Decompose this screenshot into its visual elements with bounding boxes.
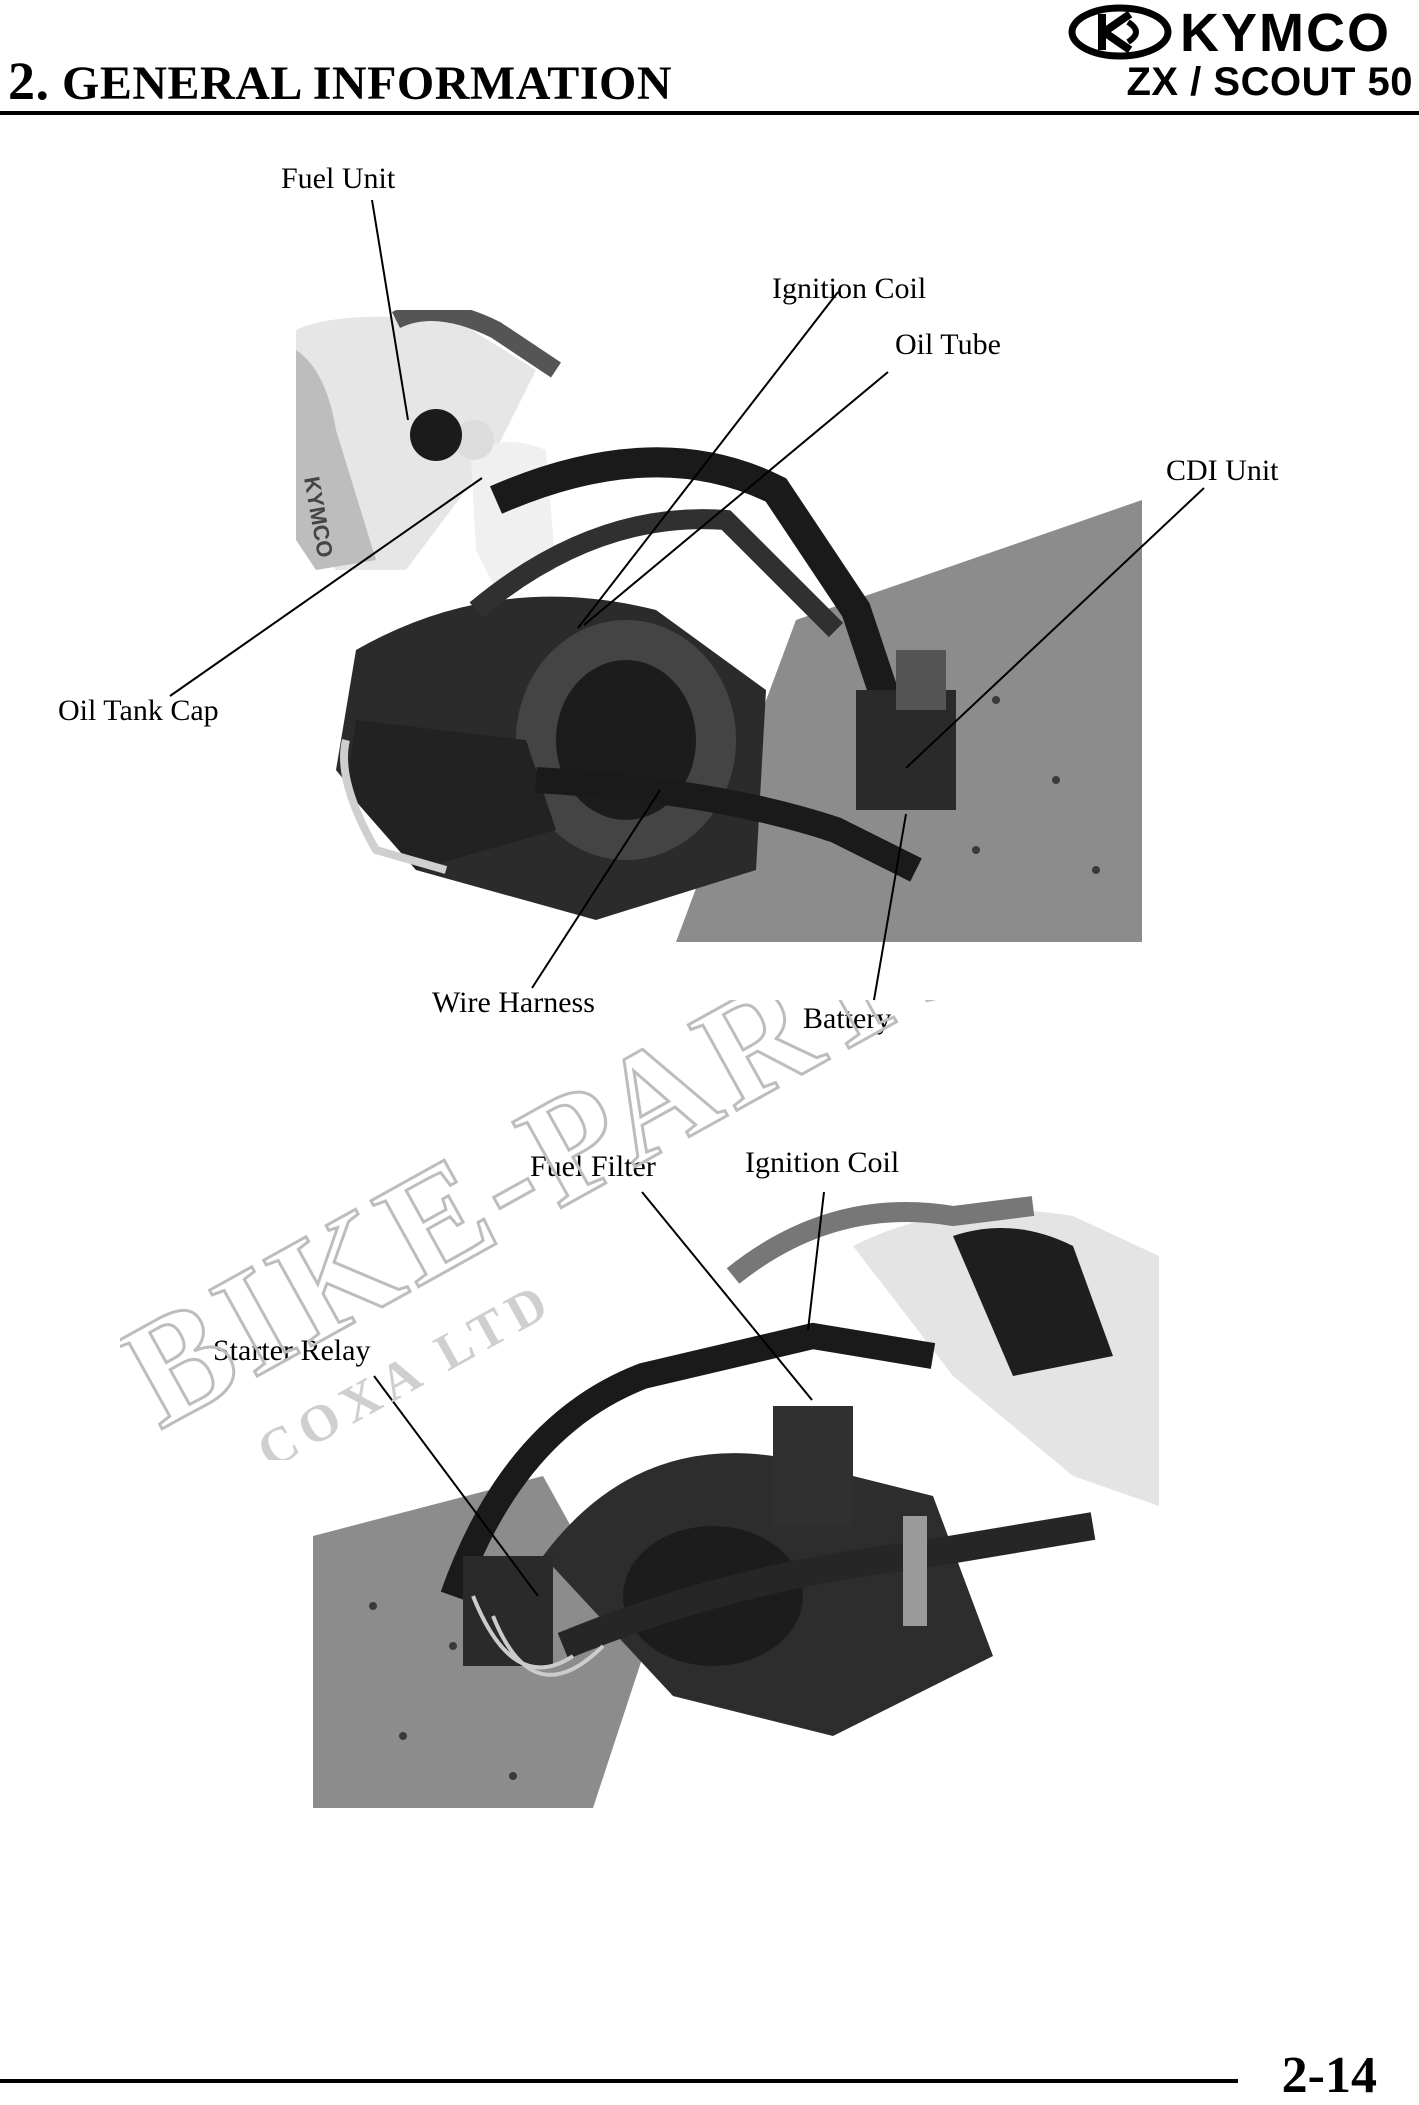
label-cdi-unit: CDI Unit	[1166, 454, 1279, 487]
section-title-text: GENERAL INFORMATION	[62, 57, 672, 110]
label-fuel-filter: Fuel Filter	[530, 1150, 656, 1183]
label-wire-harness: Wire Harness	[432, 986, 595, 1019]
model-name: ZX / SCOUT 50	[1126, 60, 1413, 104]
scooter-frame-photo-bottom	[313, 1176, 1159, 1808]
brand-logo: KYMCO	[1068, 3, 1416, 63]
label-ignition-coil-top: Ignition Coil	[772, 272, 927, 305]
brand-wordmark: KYMCO	[1180, 3, 1391, 63]
footer-divider	[0, 2079, 1238, 2083]
section-title: 2. GENERAL INFORMATION	[8, 50, 672, 112]
scooter-engine-photo-top: KYMCO	[296, 310, 1142, 942]
label-starter-relay: Starter Relay	[213, 1334, 371, 1367]
label-fuel-unit: Fuel Unit	[281, 162, 396, 195]
label-oil-tube: Oil Tube	[895, 328, 1001, 361]
header-divider	[0, 111, 1419, 115]
label-oil-tank-cap: Oil Tank Cap	[58, 694, 219, 727]
photo-top-engine-view: KYMCO	[296, 310, 1142, 942]
label-battery: Battery	[803, 1002, 892, 1035]
kymco-emblem-icon	[1068, 4, 1172, 60]
label-ignition-coil-bottom: Ignition Coil	[745, 1146, 900, 1179]
section-number: 2.	[8, 51, 50, 111]
page-number: 2-14	[1281, 2047, 1377, 2104]
photo-bottom-frame-view	[313, 1176, 1159, 1808]
